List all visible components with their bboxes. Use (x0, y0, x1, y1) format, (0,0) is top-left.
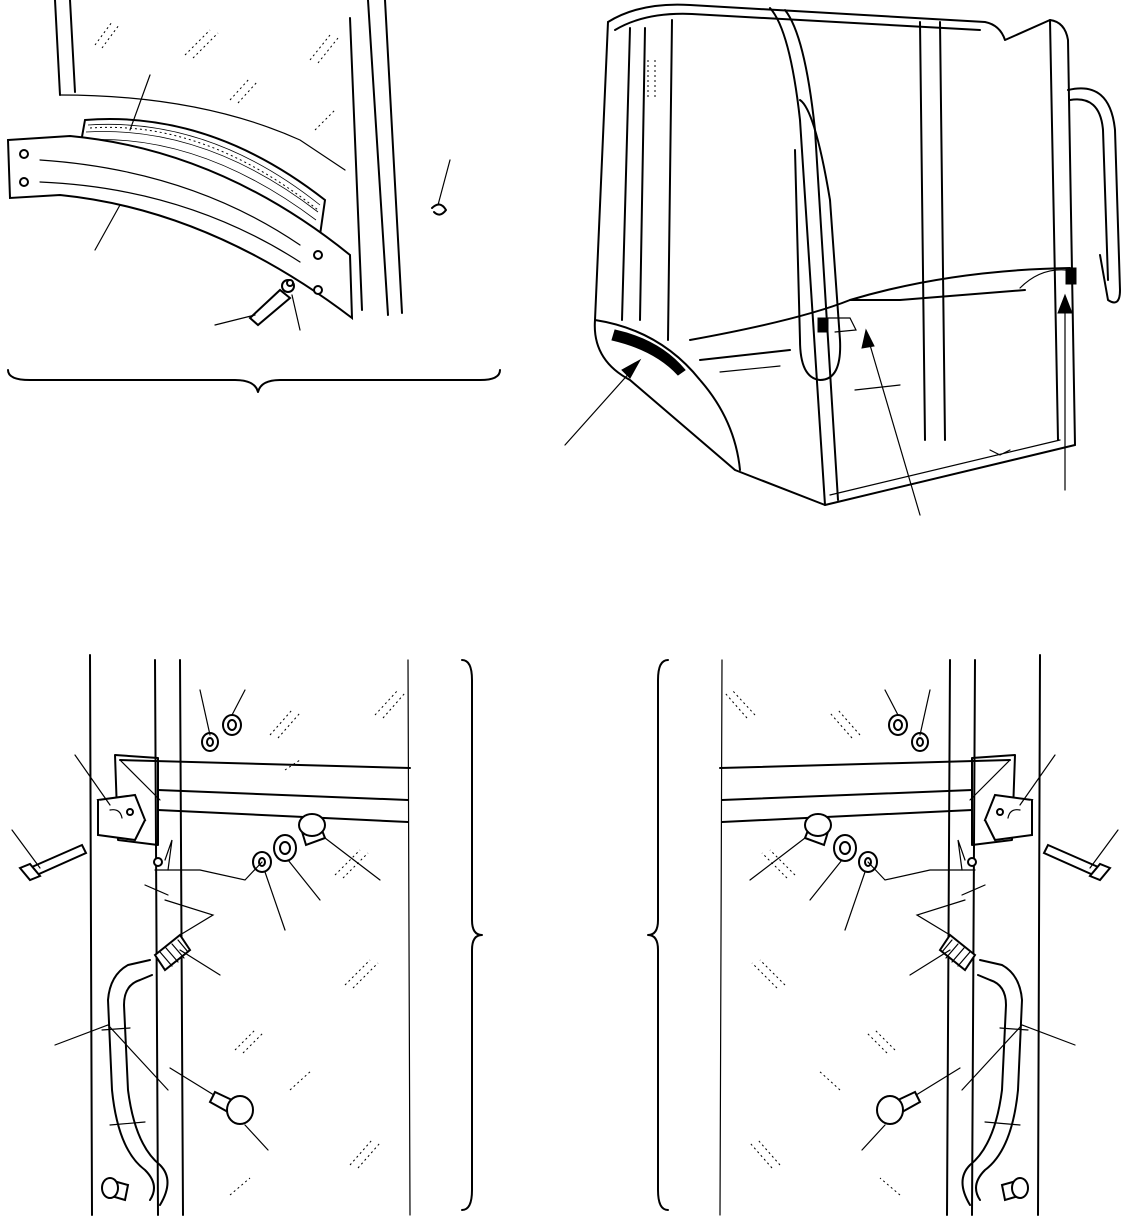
glass-hatching-right (724, 689, 901, 1196)
right-handrail (647, 654, 1119, 1216)
grouping-brace-left (461, 659, 483, 1211)
cab-frame (564, 3, 1121, 516)
cable-clip-icon (1065, 267, 1077, 285)
clamp-icon (817, 317, 829, 333)
bolt-icon (18, 843, 88, 882)
glass-hatching-left (229, 689, 406, 1196)
filter-panel (6, 0, 501, 393)
grouping-brace-right (647, 659, 669, 1211)
left-handrail (11, 654, 483, 1216)
filter-cover-plate (6, 134, 354, 321)
screw-icon (248, 279, 295, 327)
knob-icon (169, 1067, 254, 1125)
clip-icon (431, 203, 447, 216)
grouping-brace (7, 369, 501, 393)
arrows (564, 293, 1073, 516)
handrail-icon (961, 959, 1029, 1206)
spring-icon (938, 933, 977, 972)
handrail-icon (101, 959, 169, 1206)
seal-strip (611, 329, 686, 376)
spring-icon (153, 933, 192, 972)
bolt-icon (1042, 843, 1112, 882)
knob-icon (876, 1067, 961, 1125)
glass-hatching (94, 21, 339, 131)
